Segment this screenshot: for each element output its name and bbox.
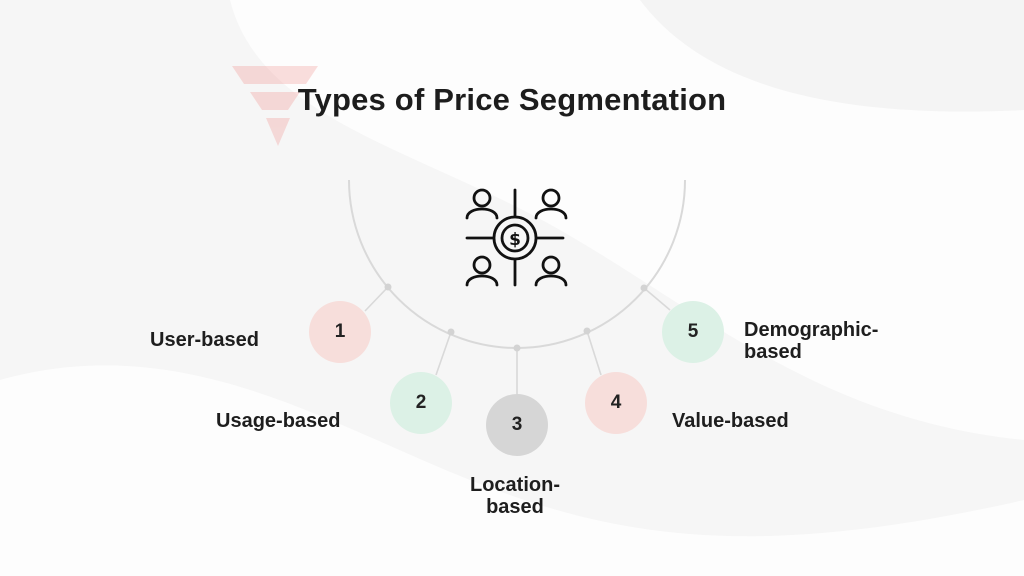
segment-label-4: Value-based xyxy=(672,410,789,432)
page-title: Types of Price Segmentation xyxy=(297,82,727,117)
segment-number-1: 1 xyxy=(309,301,371,363)
segment-label-5-line-2: based xyxy=(744,341,802,363)
segment-number-2: 2 xyxy=(390,372,452,434)
connector-5 xyxy=(643,287,671,311)
segment-label-5: Demographic- based xyxy=(744,319,878,363)
segment-label-3-line-1: Location- xyxy=(470,474,560,496)
connector-dot-2 xyxy=(447,328,455,336)
segment-label-5-line-1: Demographic- xyxy=(744,319,879,341)
connector-2 xyxy=(435,331,452,376)
segment-number-4: 4 xyxy=(585,372,647,434)
semicircle-arc xyxy=(348,179,686,349)
segment-number-3: 3 xyxy=(486,394,548,456)
brand-logo-watermark xyxy=(232,66,318,146)
people-dollar-segmentation-icon: $ xyxy=(465,188,568,287)
connector-dot-5 xyxy=(640,284,648,292)
connector-1 xyxy=(364,286,389,312)
connector-dot-4 xyxy=(583,327,591,335)
segment-label-2: Usage-based xyxy=(216,410,341,432)
segment-label-3-line-2: based xyxy=(486,496,544,518)
connector-dot-3 xyxy=(513,344,521,352)
segment-label-3: Location- based xyxy=(452,474,578,518)
segment-number-5: 5 xyxy=(662,301,724,363)
connector-4 xyxy=(586,330,602,376)
segment-label-1: User-based xyxy=(150,329,259,351)
connector-dot-1 xyxy=(384,283,392,291)
svg-text:$: $ xyxy=(509,230,521,250)
